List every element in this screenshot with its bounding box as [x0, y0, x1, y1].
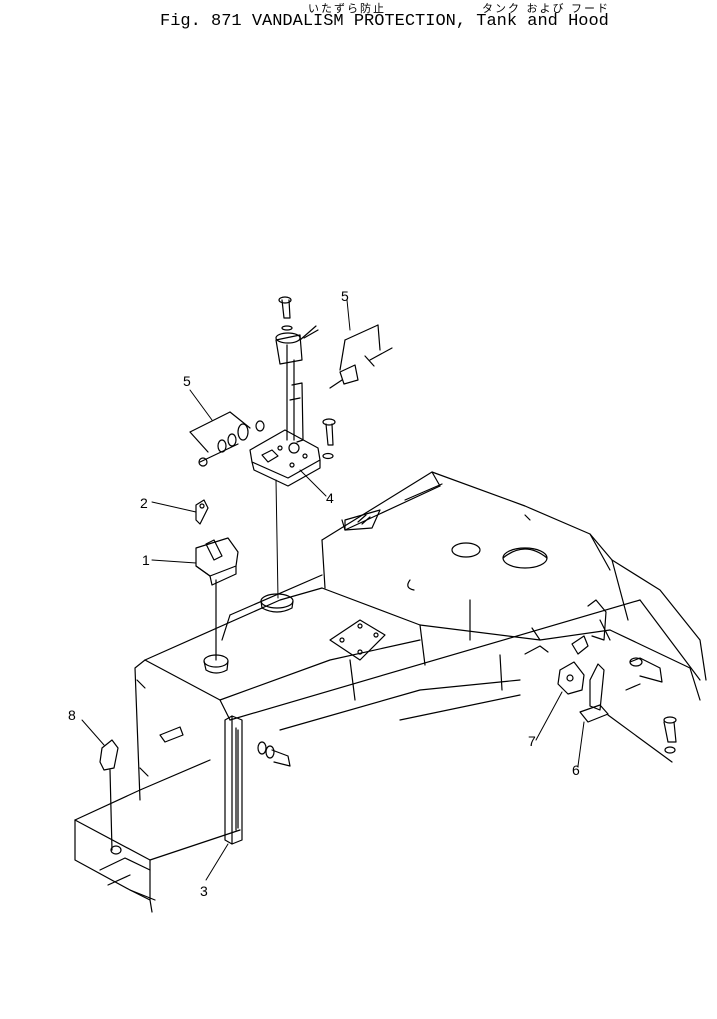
title-japanese-left: いたずら防止 [308, 2, 386, 15]
tank-hood-body [74, 471, 707, 913]
key [195, 499, 209, 525]
locking-filler-cap [195, 537, 239, 661]
callout-5-right: 5 [341, 288, 349, 304]
callout-7: 7 [528, 733, 536, 749]
level-gauge-guard [224, 715, 291, 845]
figure-title: Fig. 871 VANDALISM PROTECTION, Tank and … [160, 12, 609, 31]
callout-6: 6 [572, 762, 580, 778]
callout-8: 8 [68, 707, 76, 723]
leader-lines [81, 299, 585, 881]
callout-2: 2 [140, 495, 148, 511]
cap-lock-plate-assembly [189, 296, 393, 487]
hood-latch-assembly [524, 599, 677, 763]
latch-lock [99, 739, 122, 855]
callout-4: 4 [326, 490, 334, 506]
callout-1: 1 [142, 552, 150, 568]
callout-labels: 1 2 3 4 5 5 6 7 8 [68, 288, 580, 899]
callout-5-left: 5 [183, 373, 191, 389]
title-japanese-right: タンク および フード [482, 2, 610, 15]
callout-3: 3 [200, 883, 208, 899]
